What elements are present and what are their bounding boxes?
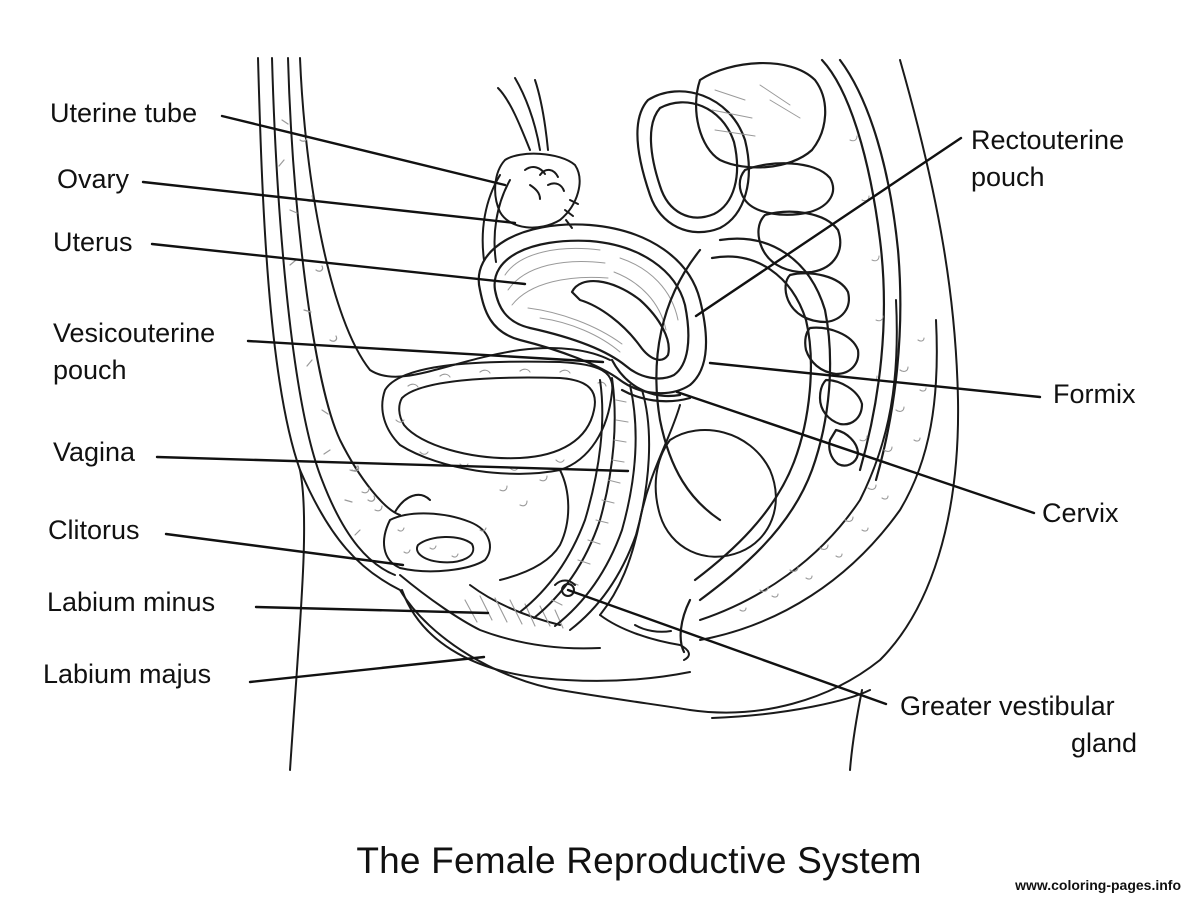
label-gland-line1: Greater vestibular <box>900 691 1115 721</box>
leader-uterine-tube <box>220 114 507 187</box>
leader-vesicouterine <box>246 339 605 364</box>
label-rectouterine-line1: Rectouterine <box>971 125 1125 155</box>
vagina <box>519 377 681 631</box>
label-gland-line2: gland <box>1071 728 1138 758</box>
ovary-and-tube <box>481 77 581 263</box>
leader-ovary <box>141 180 517 225</box>
label-ovary: Ovary <box>57 164 130 194</box>
abdominal-wall <box>271 57 611 576</box>
labia-texture <box>464 595 564 629</box>
labia <box>399 574 691 682</box>
bladder-texture <box>395 368 607 471</box>
leader-labium-minus <box>254 605 490 615</box>
pubic-texture <box>349 465 548 558</box>
watermark: www.coloring-pages.info <box>1015 877 1181 893</box>
label-rectouterine-line2: pouch <box>971 162 1045 192</box>
label-labium-minus: Labium minus <box>47 587 216 617</box>
label-vesicouterine-line2: pouch <box>53 355 127 385</box>
pubic-bone <box>383 493 491 573</box>
leader-clitorus <box>164 532 405 567</box>
bladder <box>381 360 614 581</box>
leader-cervix <box>675 390 1036 515</box>
gluteal-texture <box>739 337 927 612</box>
label-vagina: Vagina <box>53 437 136 467</box>
leader-labium-majus <box>248 655 486 684</box>
leader-lines <box>141 114 1042 706</box>
label-clitorus: Clitorus <box>48 515 140 545</box>
page-title: The Female Reproductive System <box>356 840 922 881</box>
rectum-inner <box>654 429 777 558</box>
label-labium-majus: Labium majus <box>43 659 212 689</box>
uterus-texture <box>504 247 679 353</box>
label-vesicouterine-line1: Vesicouterine <box>53 318 216 348</box>
leader-vagina <box>155 455 630 473</box>
label-formix: Formix <box>1053 379 1136 409</box>
leader-formix <box>708 361 1042 399</box>
label-uterine-tube: Uterine tube <box>50 98 198 128</box>
leader-uterus <box>150 242 527 286</box>
label-uterus: Uterus <box>53 227 133 257</box>
perineum <box>554 579 690 661</box>
leader-rectouterine <box>694 136 963 318</box>
gluteal <box>699 299 938 641</box>
wall-texture <box>278 119 376 536</box>
body-contour <box>257 57 960 771</box>
label-cervix: Cervix <box>1042 498 1119 528</box>
sacrum <box>695 58 902 482</box>
uterus <box>477 223 708 403</box>
leader-gland <box>566 588 888 706</box>
